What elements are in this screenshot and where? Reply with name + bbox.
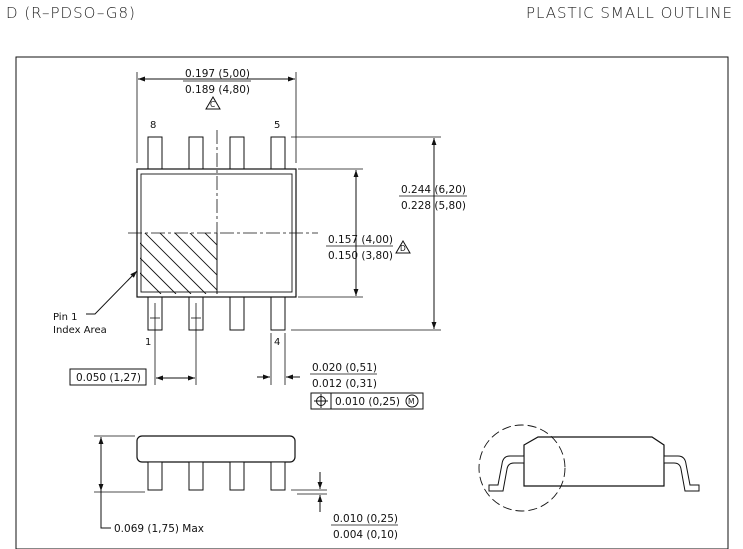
package-type-title: PLASTIC SMALL OUTLINE xyxy=(526,4,733,22)
package-code-title: D (R–PDSO–G8) xyxy=(6,4,136,22)
max-height-value: 0.069 (1,75) Max xyxy=(114,523,204,535)
lead-pin-3 xyxy=(229,296,245,331)
end-lead-left xyxy=(488,455,525,492)
pitch-value: 0.050 (1,27) xyxy=(76,372,141,384)
lead-pin-5 xyxy=(270,136,286,171)
overall-width-min: 0.228 (5,80) xyxy=(401,200,466,212)
end-view xyxy=(478,424,700,512)
pin-label-8: 8 xyxy=(150,120,156,131)
pin1-label: Pin 1 xyxy=(53,312,77,323)
side-lead-3 xyxy=(229,461,245,491)
position-symbol-icon xyxy=(314,394,328,408)
standoff-max: 0.010 (0,25) xyxy=(333,513,398,525)
pitch-box xyxy=(69,368,147,386)
lead-pin-4 xyxy=(270,296,286,331)
standoff-min: 0.004 (0,10) xyxy=(333,529,398,541)
lead-pin-8 xyxy=(147,136,163,171)
side-lead-1 xyxy=(147,461,163,491)
side-lead-2 xyxy=(188,461,204,491)
pin-label-5: 5 xyxy=(274,120,280,131)
note-d-triangle xyxy=(395,240,411,254)
position-tolerance-value: 0.010 (0,25) xyxy=(335,396,400,408)
note-d-label: D xyxy=(400,244,406,253)
pin1-leader xyxy=(86,270,138,315)
mmc-modifier-icon xyxy=(405,394,419,408)
side-body xyxy=(136,435,296,463)
note-c-label: C xyxy=(210,100,215,109)
body-length-min: 0.189 (4,80) xyxy=(185,84,250,96)
body-width-min: 0.150 (3,80) xyxy=(328,250,393,262)
body-width-max: 0.157 (4,00) xyxy=(328,234,393,246)
side-view: 0.069 (1,75) Max 0.010 (0,25) 0.004 (0,1… xyxy=(94,435,398,541)
body-length-max: 0.197 (5,00) xyxy=(185,68,250,80)
lead-width-max: 0.020 (0,51) xyxy=(312,362,377,374)
end-body xyxy=(523,436,665,487)
lead-pin-7 xyxy=(188,136,204,171)
end-lead-right xyxy=(663,455,700,492)
detail-circle xyxy=(478,424,566,512)
side-lead-4 xyxy=(270,461,286,491)
note-c-triangle xyxy=(205,96,221,110)
max-height-leader xyxy=(100,491,111,529)
overall-width-max: 0.244 (6,20) xyxy=(401,184,466,196)
index-area-label: Index Area xyxy=(53,325,107,336)
top-view: 8 5 1 4 0.197 (5,00) 0.189 (4,80) C 0.24… xyxy=(53,68,467,410)
lead-width-min: 0.012 (0,31) xyxy=(312,378,377,390)
mmc-modifier-label: M xyxy=(408,397,414,406)
drawing-frame xyxy=(15,56,729,549)
pin-label-4: 4 xyxy=(274,337,280,348)
pin1-index-hatch xyxy=(140,233,217,294)
position-tolerance-frame xyxy=(310,392,424,410)
lead-pin-6 xyxy=(229,136,245,171)
pin-label-1: 1 xyxy=(145,337,151,348)
